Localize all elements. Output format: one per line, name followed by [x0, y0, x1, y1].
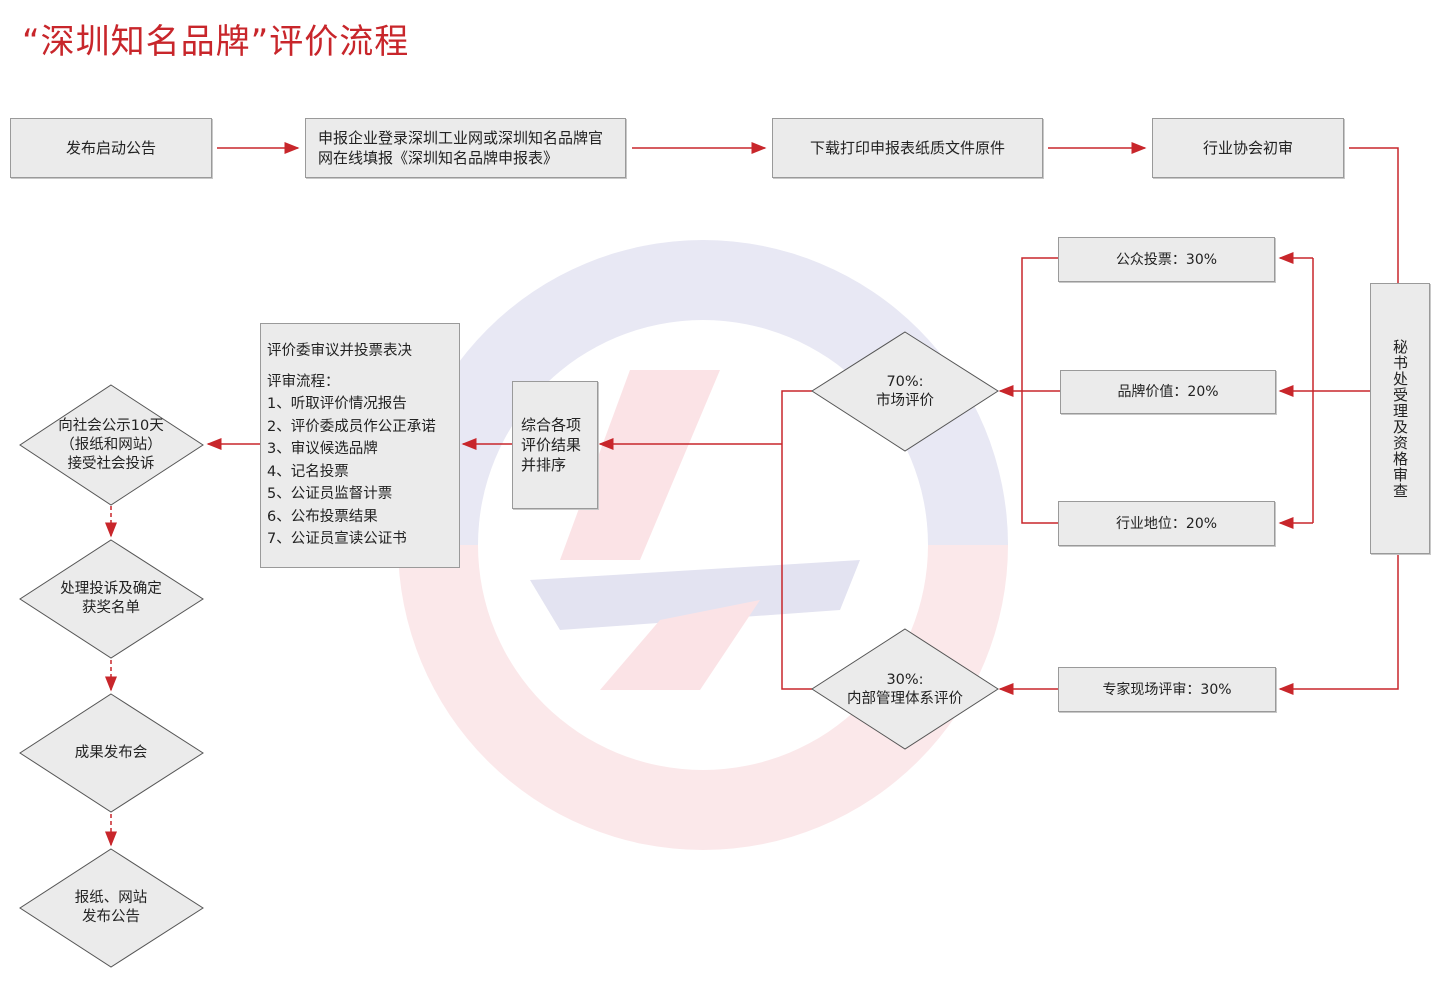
market-evaluation-label: 70%: 市场评价	[876, 374, 934, 409]
diamond-market	[811, 331, 999, 452]
public-notice-label: 向社会公示10天 （报纸和网站） 接受社会投诉	[58, 417, 164, 472]
step-committee-review: 评价委审议并投票表决 评审流程： 1、听取评价情况报告 2、评价委成员作公正承诺…	[260, 323, 460, 568]
step-download-print: 下载打印申报表纸质文件原件	[772, 118, 1043, 178]
committee-step: 3、审议候选品牌	[267, 441, 378, 457]
criterion-brand-value: 品牌价值：20%	[1060, 370, 1276, 414]
committee-subtitle: 评审流程：	[267, 373, 340, 390]
committee-step: 1、听取评价情况报告	[267, 396, 407, 412]
internal-evaluation-label: 30%: 内部管理体系评价	[847, 672, 963, 707]
committee-step: 4、记名投票	[267, 463, 349, 480]
committee-step: 2、评价委成员作公正承诺	[267, 418, 436, 435]
criterion-expert-review: 专家现场评审：30%	[1058, 667, 1276, 712]
diamond-internal	[811, 628, 999, 750]
step-online-application: 申报企业登录深圳工业网或深圳知名品牌官网在线填报《深圳知名品牌申报表》	[305, 118, 626, 178]
criterion-industry-position: 行业地位：20%	[1058, 501, 1275, 546]
step-industry-review: 行业协会初审	[1152, 118, 1344, 178]
committee-title: 评价委审议并投票表决	[267, 343, 412, 359]
secretariat-label: 秘书处受理及资格审查	[1391, 338, 1409, 499]
publish-announcement-label: 报纸、网站 发布公告	[74, 890, 148, 925]
criterion-public-vote: 公众投票：30%	[1058, 237, 1275, 282]
committee-step: 6、公布投票结果	[267, 508, 378, 525]
step-summary-ranking: 综合各项评价结果并排序	[512, 381, 598, 509]
results-conference-label: 成果发布会	[74, 744, 148, 761]
step-publish-notice: 发布启动公告	[10, 118, 212, 178]
step-secretariat-review: 秘书处受理及资格审查	[1370, 283, 1430, 554]
committee-step: 5、公证员监督计票	[267, 486, 393, 502]
handle-complaints-label: 处理投诉及确定 获奖名单	[60, 581, 162, 616]
committee-step: 7、公证员宣读公证书	[267, 531, 407, 547]
page-title: “深圳知名品牌”评价流程	[22, 22, 410, 62]
